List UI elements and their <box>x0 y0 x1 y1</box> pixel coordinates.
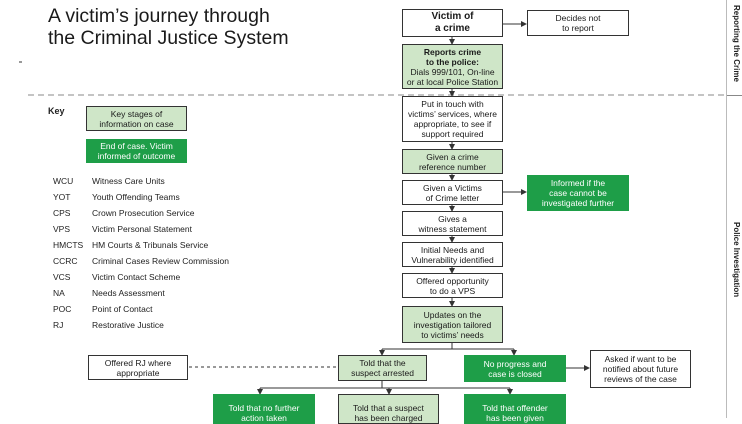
box-updates: Updates on the investigation tailored to… <box>402 306 503 343</box>
abbr-full: Youth Offending Teams <box>92 192 180 202</box>
title-line-2: the Criminal Justice System <box>48 27 289 49</box>
box-put-in-touch: Put in touch with victims’ services, whe… <box>402 96 503 142</box>
box-decides-not: Decides not to report <box>527 10 629 36</box>
box-told-arrested: Told that the suspect arrested <box>338 355 427 381</box>
title-line-1: A victim’s journey through <box>48 5 270 27</box>
abbr-code: CCRC <box>53 256 78 266</box>
box-victim: Victim of a crime <box>402 9 503 37</box>
box-victims-letter: Given a Victims of Crime letter <box>402 180 503 205</box>
dot-mark <box>19 61 22 63</box>
reports-title: Reports crime to the police: <box>423 46 482 67</box>
page-title: A victim’s journey through the Criminal … <box>48 5 289 49</box>
abbr-code: CPS <box>53 208 71 218</box>
abbr-code: RJ <box>53 320 64 330</box>
box-crime-reference: Given a crime reference number <box>402 149 503 174</box>
side-label-reporting: Reporting the Crime <box>732 5 741 82</box>
box-offered-vps: Offered opportunity to do a VPS <box>402 273 503 298</box>
abbr-full: Needs Assessment <box>92 288 165 298</box>
box-told-no-further: Told that no further action taken <box>213 394 315 424</box>
sidebar-divider <box>727 95 742 96</box>
abbr-full: HM Courts & Tribunals Service <box>92 240 209 250</box>
abbr-code: WCU <box>53 176 74 186</box>
side-label-investigation: Police Investigation <box>732 222 741 298</box>
key-heading: Key <box>48 106 65 116</box>
box-witness-statement: Gives a witness statement <box>402 211 503 236</box>
abbr-full: Restorative Justice <box>92 320 164 330</box>
abbr-code: HMCTS <box>53 240 84 250</box>
abbr-code: POC <box>53 304 72 314</box>
box-told-offender: Told that offender has been given <box>464 394 566 424</box>
abbr-full: Victim Contact Scheme <box>92 272 181 282</box>
abbr-code: VCS <box>53 272 71 282</box>
box-asked-notified: Asked if want to be notified about futur… <box>590 350 691 388</box>
abbr-full: Point of Contact <box>92 304 153 314</box>
abbr-code: VPS <box>53 224 71 234</box>
abbr-full: Crown Prosecution Service <box>92 208 195 218</box>
abbr-full: Witness Care Units <box>92 176 165 186</box>
box-told-charged: Told that a suspect has been charged <box>338 394 439 424</box>
abbr-full: Victim Personal Statement <box>92 224 192 234</box>
abbr-code: YOT <box>53 192 71 202</box>
key-stage-swatch: Key stages of information on case <box>86 106 187 131</box>
abbr-code: NA <box>53 288 65 298</box>
box-initial-needs: Initial Needs and Vulnerability identifi… <box>402 242 503 267</box>
stage-sidebar <box>726 0 742 418</box>
box-informed-if: Informed if the case cannot be investiga… <box>527 175 629 211</box>
abbr-full: Criminal Cases Review Commission <box>92 256 229 266</box>
box-reports-crime: Reports crime to the police: Dials 999/1… <box>402 44 503 89</box>
key-end-swatch: End of case. Victim informed of outcome <box>86 139 187 163</box>
box-offered-rj: Offered RJ where appropriate <box>88 355 188 380</box>
box-no-progress: No progress and case is closed <box>464 355 566 382</box>
reports-detail: Dials 999/101, On-line or at local Polic… <box>406 66 499 87</box>
